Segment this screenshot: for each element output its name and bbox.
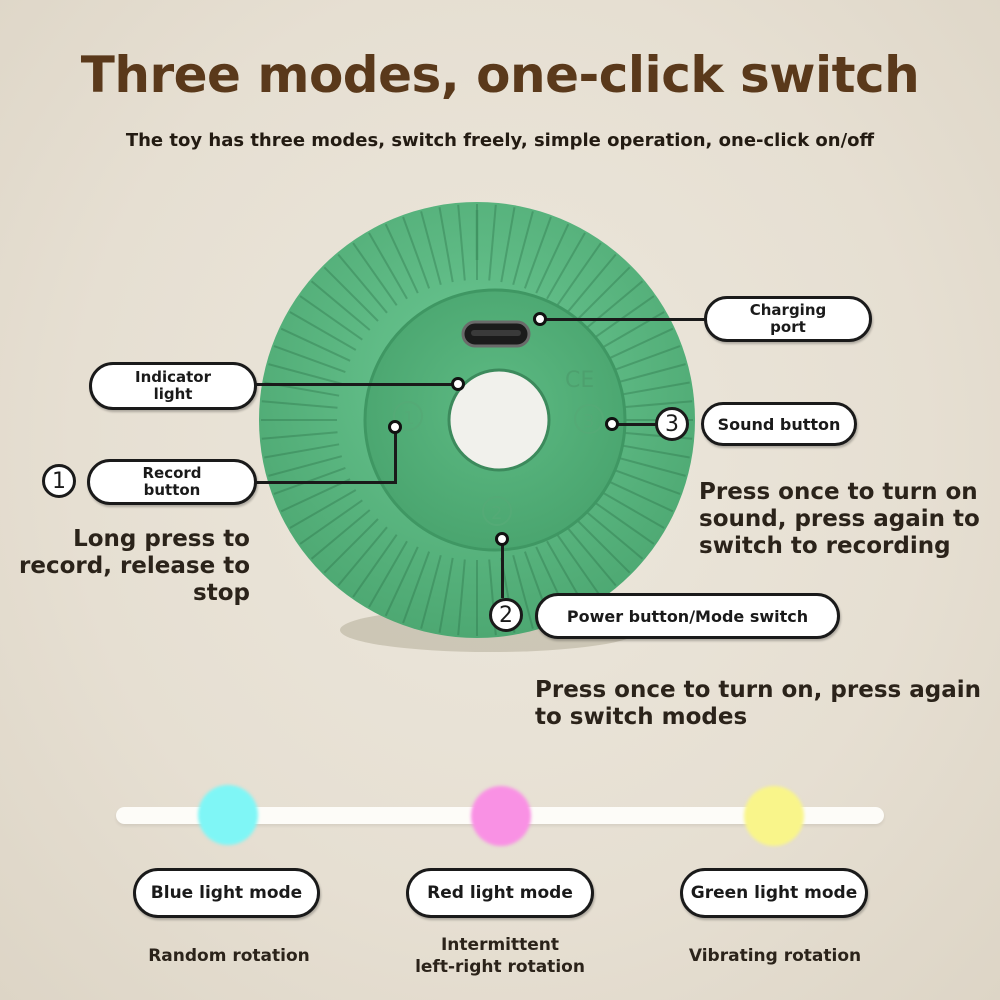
record-leader-line-horizontal bbox=[255, 481, 397, 484]
indicator-leader-line bbox=[255, 383, 458, 386]
record-number-badge: 1 bbox=[42, 464, 76, 498]
svg-text:1: 1 bbox=[403, 408, 414, 429]
svg-text:2: 2 bbox=[491, 503, 502, 524]
record-leader-line-vertical bbox=[394, 428, 397, 484]
power-leader-line bbox=[501, 540, 504, 598]
green-mode-light-icon bbox=[744, 786, 804, 846]
svg-text:CE: CE bbox=[565, 368, 594, 393]
charging-port-label-line1: Charging bbox=[749, 301, 827, 319]
power-marker-dot bbox=[495, 532, 509, 546]
indicator-marker-dot bbox=[451, 377, 465, 391]
charging-port-leader-line bbox=[540, 318, 708, 321]
record-button-description: Long press to record, release to stop bbox=[0, 526, 250, 607]
sound-desc-line2: sound, press again to bbox=[699, 506, 980, 532]
sound-desc-line1: Press once to turn on bbox=[699, 479, 978, 505]
red-mode-desc-line2: left-right rotation bbox=[415, 957, 585, 977]
red-light-mode-label: Red light mode bbox=[406, 868, 594, 918]
page-title: Three modes, one-click switch bbox=[80, 46, 920, 104]
green-mode-description: Vibrating rotation bbox=[688, 946, 862, 966]
power-button-label: Power button/Mode switch bbox=[535, 593, 840, 639]
power-desc-line1: Press once to turn on, press again bbox=[535, 677, 981, 703]
record-desc-line3: stop bbox=[193, 580, 250, 606]
red-mode-description: Intermittent left-right rotation bbox=[380, 934, 620, 978]
indicator-light-label-line1: Indicator bbox=[134, 368, 212, 386]
power-number-badge: 2 bbox=[489, 598, 523, 632]
sound-button-label: Sound button bbox=[701, 402, 857, 446]
record-button-label-line2: button bbox=[143, 481, 201, 499]
power-button-description: Press once to turn on, press again to sw… bbox=[535, 677, 995, 731]
record-desc-line1: Long press to bbox=[73, 526, 250, 552]
page-subtitle: The toy has three modes, switch freely, … bbox=[125, 130, 875, 151]
charging-port-marker-dot bbox=[533, 312, 547, 326]
sound-leader-line bbox=[612, 423, 657, 426]
charging-port-label-line2: port bbox=[770, 318, 806, 336]
green-light-mode-label: Green light mode bbox=[680, 868, 868, 918]
blue-light-mode-label: Blue light mode bbox=[133, 868, 320, 918]
toy-product-image: CE 1 3 2 bbox=[259, 202, 695, 652]
record-button-label-line1: Record bbox=[142, 464, 202, 482]
record-marker-dot bbox=[388, 420, 402, 434]
record-desc-line2: record, release to bbox=[19, 553, 250, 579]
red-mode-desc-line1: Intermittent bbox=[440, 935, 560, 955]
sound-number-badge: 3 bbox=[655, 407, 689, 441]
power-desc-line2: to switch modes bbox=[535, 704, 748, 730]
indicator-light-label-line2: light bbox=[153, 385, 193, 403]
blue-mode-description: Random rotation bbox=[148, 946, 310, 966]
svg-text:3: 3 bbox=[583, 411, 594, 432]
blue-mode-light-icon bbox=[198, 785, 258, 845]
sound-marker-dot bbox=[605, 417, 619, 431]
sound-desc-line3: switch to recording bbox=[699, 533, 951, 559]
red-mode-light-icon bbox=[471, 786, 531, 846]
sound-button-description: Press once to turn on sound, press again… bbox=[699, 479, 999, 560]
